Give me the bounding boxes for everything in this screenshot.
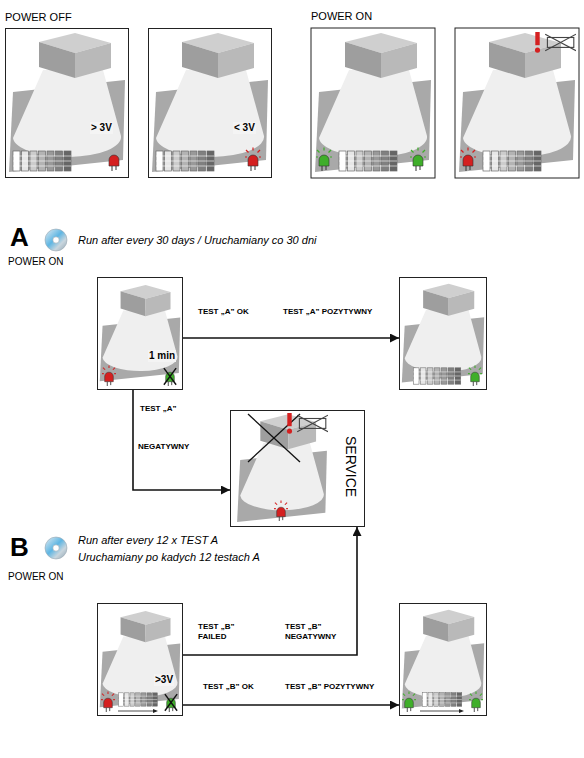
test-panel: 1 min [97,277,183,390]
test-panel: < 3V [148,28,272,178]
caption-text: POWER ON [8,571,64,583]
caption-text: Run after every 30 days / Uruchamiany co… [78,234,316,247]
test-panel: SERVICE [230,410,365,527]
caption-text: TEST „B” NEGATYWNY [285,622,345,641]
edge-label: TEST „A” OK [198,307,249,317]
flow-arrow [133,390,230,490]
test-panel: > 3V [5,28,129,178]
cd-icon [45,229,67,251]
panel-test-a-ok [402,284,484,386]
panel-label: 1 min [148,350,176,362]
flow-arrow [183,337,399,339]
test-panel [399,603,487,716]
caption-text: TEST „A” POZYTYWNY [283,307,372,317]
panel-label: > 3V [90,122,113,134]
panel-label: SERVICE [343,435,359,498]
panel-service [237,413,328,522]
panel-power-off-low [152,33,268,172]
caption-text: B [10,532,29,563]
panel-test-a-start [100,285,180,386]
flow-arrow [183,704,399,706]
edge-label: TEST „A” [140,404,176,414]
test-panel [399,277,487,390]
panel-test-b-start [100,611,180,713]
caption-text: POWER ON [311,10,372,23]
edge-label: TEST „B” OK [203,682,254,692]
panel-power-off-high [9,33,125,172]
caption-text: A [10,222,29,253]
panel-power-on-fault [455,28,579,178]
panel-power-on-ok [311,28,435,178]
panel-test-b-ok [402,610,484,713]
edge-label: TEST „B” FAILED [198,622,242,642]
panel-label: >3V [154,674,174,686]
cd-icon [45,537,67,559]
caption-text: TEST „B” POZYTYWNY [285,682,374,692]
caption-text: POWER OFF [5,11,72,24]
panel-label: < 3V [233,122,256,134]
test-panel: >3V [97,603,183,716]
caption-text: Run after every 12 x TEST A [78,534,218,547]
caption-text: Uruchamiany po kadych 12 testach A [78,551,260,564]
caption-text: NEGATYWNY [138,442,189,452]
caption-text: POWER ON [8,256,64,268]
